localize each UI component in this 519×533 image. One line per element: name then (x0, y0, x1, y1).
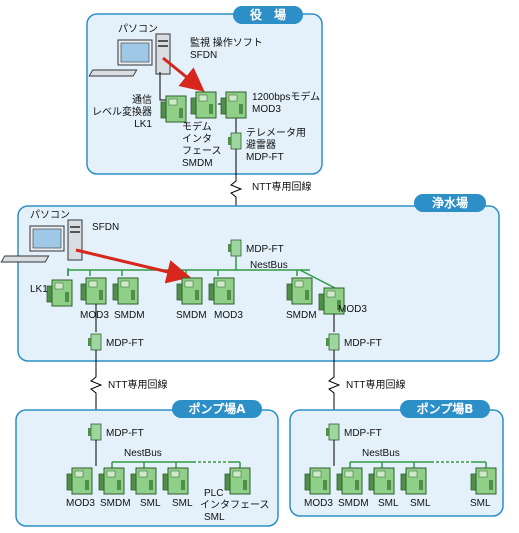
yakuba-level-conv-label-1: 通信 (132, 94, 152, 106)
ntt-left-label: NTT専用回線 (108, 378, 167, 391)
pump-b-sml3-label: SML (470, 498, 491, 509)
jousui-arrester-top-label: MDP-FT (246, 244, 284, 255)
jousui-lk1-label: LK1 (30, 284, 48, 295)
jousui-mod3-3-label: MOD3 (338, 304, 367, 315)
yakuba-modem-if-label-3: フェース (182, 146, 222, 157)
yakuba-level-conv-label-2: レベル変換器 (92, 105, 152, 118)
jousui-arrester-left-label: MDP-FT (106, 338, 144, 349)
jousui-pc (0, 219, 83, 263)
jousui-bus-right-link (299, 269, 336, 289)
pump-b-smdm-label: SMDM (338, 498, 369, 509)
pump-b-arrester-label: MDP-FT (344, 428, 382, 439)
jousui-arrester-right-label: MDP-FT (344, 338, 382, 349)
yakuba-title: 役 場 (250, 7, 286, 22)
jousui-software-name: SFDN (92, 222, 119, 233)
yakuba-modem-label: 1200bpsモデム (252, 90, 320, 103)
jousui-mod3-label: MOD3 (80, 310, 109, 321)
yakuba-software-label: 監視 操作ソフト (190, 36, 263, 49)
yakuba-modem-name: MOD3 (252, 104, 281, 115)
pump-a-arrester-label: MDP-FT (106, 428, 144, 439)
pump-a-sml2-label: SML (172, 498, 193, 509)
jousui-smdm2-label: SMDM (176, 310, 207, 321)
pump-a-plc-label-2: インタフェース (200, 499, 270, 511)
yakuba-arrester-label-1: テレメータ用 (246, 127, 306, 139)
jousui-panel: 浄水場 (17, 194, 500, 362)
jousui-smdm-label: SMDM (114, 310, 145, 321)
jousui-mod3-2-label: MOD3 (214, 310, 243, 321)
pump-a-nestbus (111, 461, 241, 470)
pump-b-sml2-label: SML (410, 498, 431, 509)
ntt-top-label: NTT専用回線 (252, 180, 311, 193)
yakuba-arrester-label-2: 避雷器 (246, 138, 276, 151)
pump-a-mod3-label: MOD3 (66, 498, 95, 509)
ntt-left-zigzag (90, 369, 102, 401)
pump-b-bus-label: NestBus (362, 448, 400, 459)
jousui-pc-label: パソコン (30, 209, 70, 221)
yakuba-level-conv-name: LK1 (134, 119, 152, 130)
yakuba-modem-if-label-1: モデム (182, 120, 212, 133)
pump-a-title: ポンプ場A (189, 401, 247, 416)
jousui-smdm3-label: SMDM (286, 310, 317, 321)
pump-a-bus-label: NestBus (124, 448, 162, 459)
yakuba-modem-if-name: SMDM (182, 158, 213, 169)
jousui-bus-label: NestBus (250, 260, 288, 271)
yakuba-red-arrow (162, 56, 205, 92)
jousui-red-arrow (75, 248, 191, 284)
ntt-top-zigzag (230, 173, 242, 205)
pump-a-plc-label-3: SML (204, 512, 225, 523)
pump-a-plc-label-1: PLC (204, 488, 223, 499)
pump-a-sml1-label: SML (140, 498, 161, 509)
pump-b-title: ポンプ場B (417, 401, 474, 416)
pump-b-mod3-label: MOD3 (304, 498, 333, 509)
pump-b-sml1-label: SML (378, 498, 399, 509)
yakuba-arrester-name: MDP-FT (246, 152, 284, 163)
pump-b-nestbus (349, 461, 487, 470)
yakuba-modem-if-label-2: インタ (182, 133, 212, 145)
yakuba-software-name: SFDN (190, 50, 217, 61)
ntt-right-label: NTT専用回線 (346, 378, 405, 391)
ntt-right-zigzag (328, 369, 340, 401)
pump-a-smdm-label: SMDM (100, 498, 131, 509)
yakuba-pc-label: パソコン (118, 23, 158, 35)
jousui-title: 浄水場 (432, 195, 468, 210)
